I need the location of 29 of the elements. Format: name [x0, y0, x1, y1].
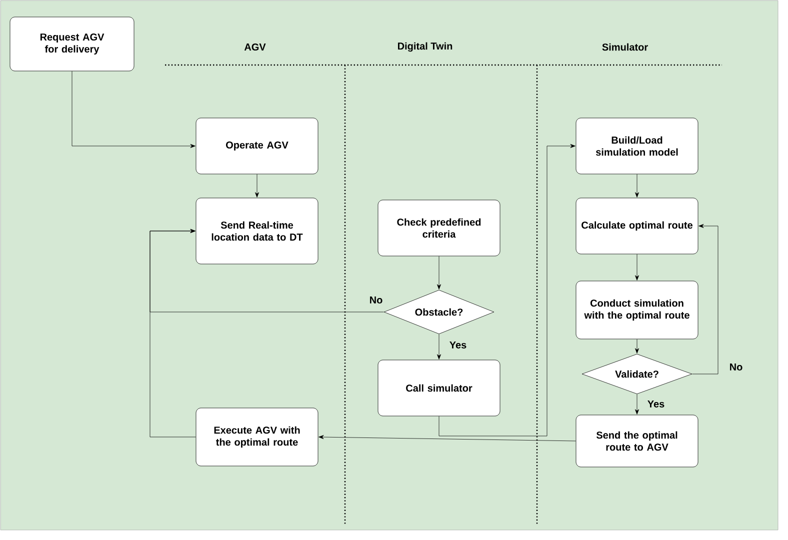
arrow: [255, 174, 259, 198]
arrow: [635, 339, 639, 354]
arrow: [437, 256, 441, 290]
arrow: [318, 435, 576, 442]
process-box: Check predefined criteria: [378, 200, 500, 256]
edge-label: Yes: [646, 400, 666, 408]
arrow: [72, 71, 196, 148]
process-box: Calculate optimal route: [576, 198, 698, 254]
edge-label: No: [728, 362, 744, 372]
lane-heading: Digital Twin: [398, 42, 452, 52]
process-box: Send Real-time location data to DT: [196, 198, 318, 264]
lane-heading: Simulator: [602, 43, 648, 51]
arrow: [438, 144, 576, 436]
process-box: Conduct simulation with the optimal route: [576, 280, 698, 340]
arrow: [635, 254, 639, 280]
arrow: [635, 394, 639, 414]
arrow: [692, 224, 718, 374]
process-box: Build/Load simulation model: [576, 118, 698, 174]
arrow: [437, 334, 441, 360]
process-box: Call simulator: [378, 360, 500, 416]
lane-heading: AGV: [244, 43, 266, 51]
edge-label: Yes: [448, 340, 468, 350]
edge-label: No: [368, 296, 384, 304]
process-box: Send the optimal route to AGV: [576, 414, 698, 468]
arrow: [635, 174, 639, 198]
arrow: [150, 229, 196, 438]
process-box: Operate AGV: [196, 118, 318, 174]
process-box: Execute AGV with the optimal route: [196, 408, 318, 466]
process-box: Request AGV for delivery: [10, 16, 134, 72]
